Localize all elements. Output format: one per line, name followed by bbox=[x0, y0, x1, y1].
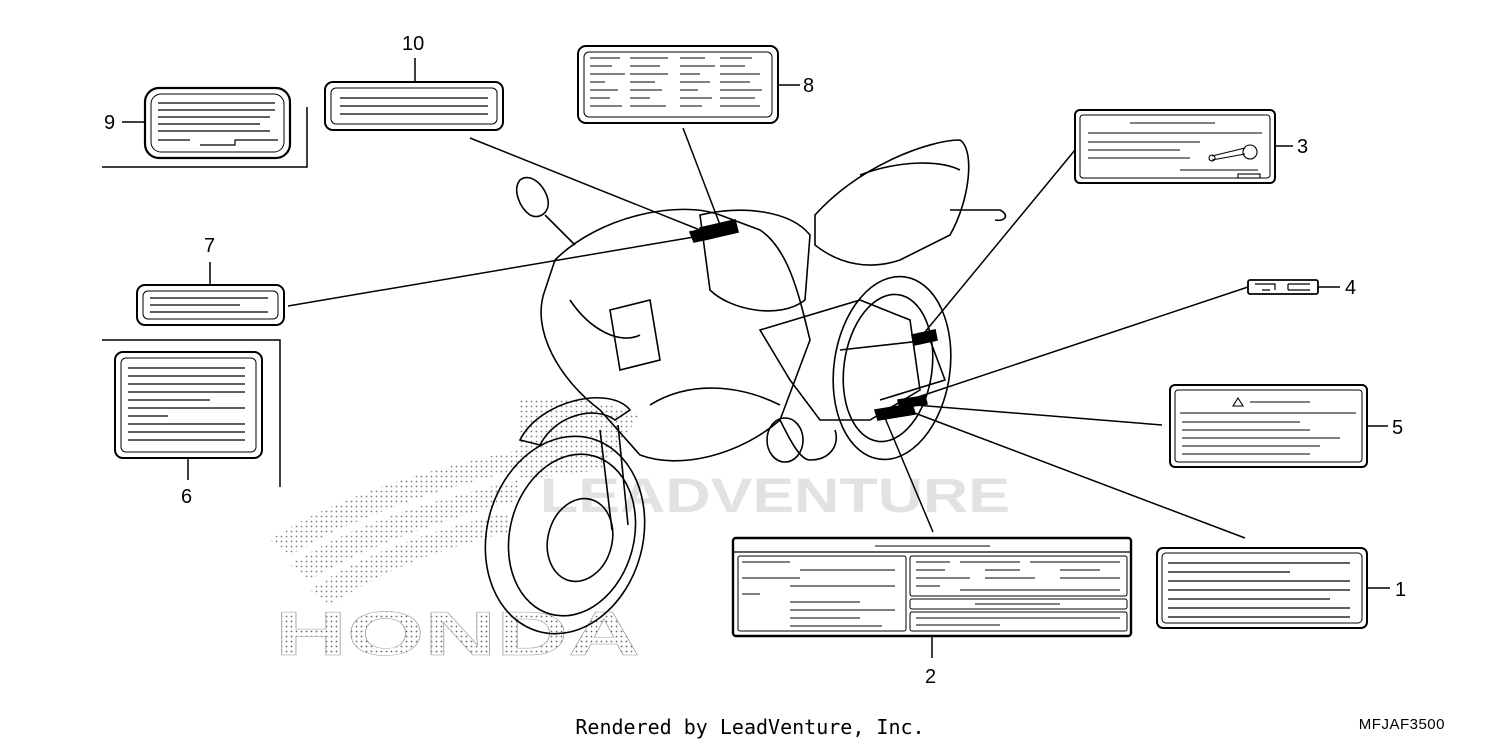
label-2 bbox=[731, 536, 1133, 638]
label-6 bbox=[114, 351, 263, 459]
callout-2: 2 bbox=[925, 666, 936, 688]
callout-7: 7 bbox=[204, 235, 215, 257]
rendered-by-text: Rendered by LeadVenture, Inc. bbox=[575, 715, 925, 739]
callout-3: 3 bbox=[1297, 136, 1308, 158]
label-5 bbox=[1169, 384, 1368, 468]
motorcycle-illustration bbox=[484, 139, 1007, 635]
honda-wing-watermark bbox=[270, 398, 640, 605]
callout-4: 4 bbox=[1345, 277, 1356, 299]
label-4 bbox=[1247, 279, 1319, 295]
label-8 bbox=[577, 45, 779, 124]
callout-8: 8 bbox=[803, 75, 814, 97]
label-9 bbox=[143, 86, 292, 160]
diagram-code: MFJAF3500 bbox=[1358, 716, 1445, 733]
label-7 bbox=[136, 284, 285, 326]
label-10 bbox=[324, 81, 504, 131]
leader-lines bbox=[102, 58, 1390, 658]
svg-text:LEADVENTURE: LEADVENTURE bbox=[540, 470, 1010, 523]
label-1 bbox=[1156, 547, 1368, 629]
callout-10: 10 bbox=[402, 33, 424, 55]
label-3 bbox=[1074, 109, 1276, 184]
callout-1: 1 bbox=[1395, 579, 1406, 601]
callout-9: 9 bbox=[104, 112, 115, 134]
callout-5: 5 bbox=[1392, 417, 1403, 439]
leadventure-watermark: LEADVENTURE bbox=[540, 470, 1010, 523]
callout-6: 6 bbox=[181, 486, 192, 508]
callout-numbers: 1 2 3 4 5 6 7 8 9 10 bbox=[104, 33, 1406, 688]
honda-logo-watermark: HONDA bbox=[275, 600, 641, 670]
svg-text:HONDA: HONDA bbox=[275, 600, 640, 669]
